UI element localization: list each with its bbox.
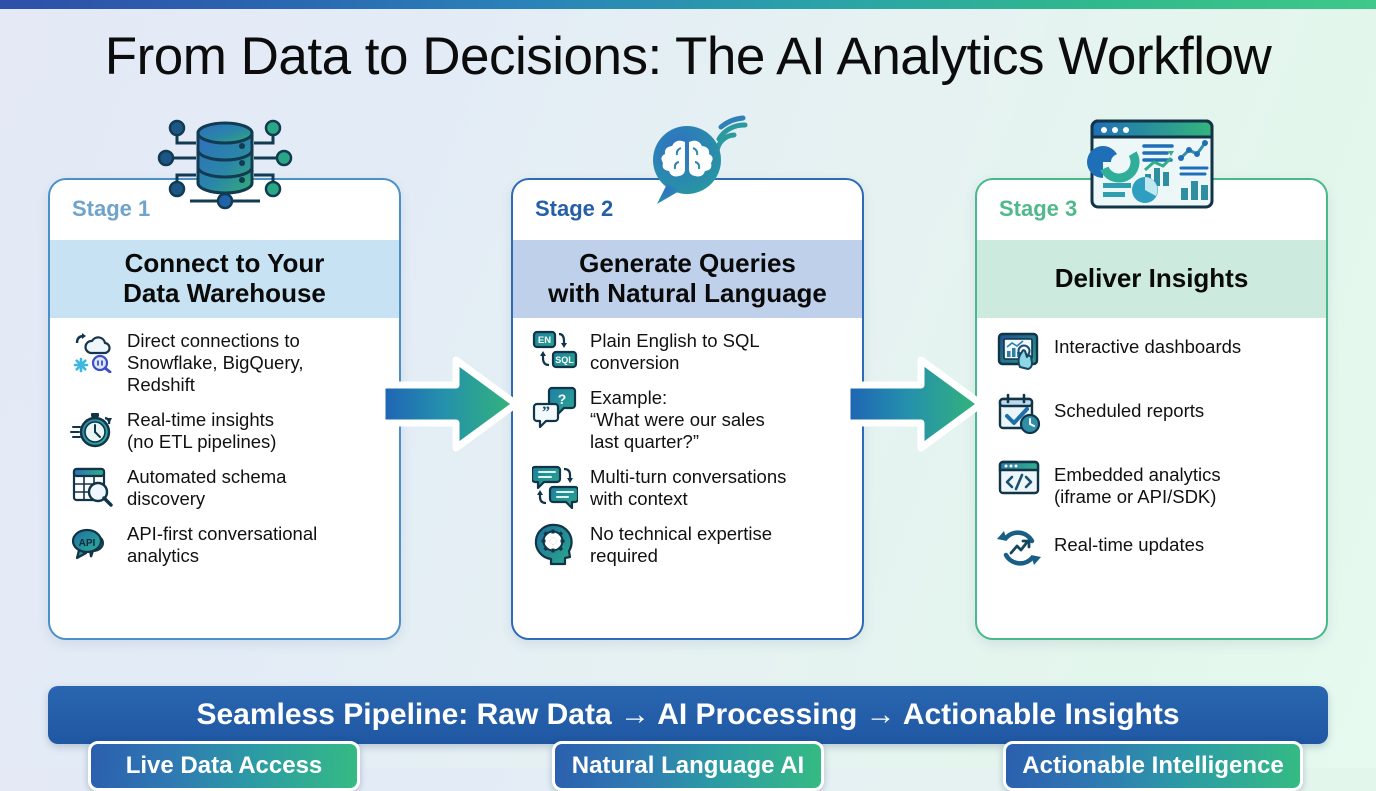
- interactive-dashboard-icon: [995, 326, 1043, 374]
- stage-2-header: Generate Queries with Natural Language: [513, 240, 862, 318]
- stage-1-header: Connect to Your Data Warehouse: [50, 240, 399, 318]
- svg-text:API: API: [79, 538, 96, 549]
- stage-3-badge[interactable]: Actionable Intelligence: [1003, 741, 1303, 791]
- stage-card-2[interactable]: Stage 2 Generate Queries with Natural La…: [511, 178, 864, 640]
- stage-card-1[interactable]: Stage 1 Connect to Your Data Warehouse: [48, 178, 401, 640]
- feature-item: Interactive dashboards: [995, 326, 1310, 374]
- feature-item: Embedded analytics (iframe or API/SDK): [995, 454, 1310, 508]
- feature-item: Real-time insights (no ETL pipelines): [68, 405, 383, 453]
- feature-item: API API-first conversational analytics: [68, 519, 383, 567]
- feature-label: Embedded analytics (iframe or API/SDK): [1054, 464, 1221, 507]
- stage-1-badge[interactable]: Live Data Access: [88, 741, 360, 791]
- stage-3-header: Deliver Insights: [977, 240, 1326, 318]
- svg-text:?: ?: [558, 391, 567, 407]
- feature-label: Real-time updates: [1054, 534, 1205, 555]
- stage-2-label: Stage 2: [535, 196, 614, 221]
- feature-label: Direct connections to Snowflake, BigQuer…: [127, 330, 304, 395]
- multi-turn-chat-icon: [531, 462, 579, 510]
- top-accent-bar: [0, 0, 1376, 9]
- stage-2-feature-list: EN SQL Plain English to SQL conversion: [513, 326, 862, 576]
- flow-arrow-1-to-2: [378, 352, 522, 461]
- feature-item: Scheduled reports: [995, 390, 1310, 438]
- svg-text:”: ”: [542, 404, 550, 421]
- bottom-summary-banner: Seamless Pipeline: Raw Data → AI Process…: [48, 686, 1328, 744]
- feature-label: Interactive dashboards: [1054, 336, 1242, 357]
- calendar-clock-icon: [995, 390, 1043, 438]
- feature-label: Real-time insights (no ETL pipelines): [127, 409, 277, 452]
- stage-3-label: Stage 3: [999, 196, 1078, 221]
- en-to-sql-icon: EN SQL: [531, 326, 579, 374]
- head-gear-icon: [531, 519, 579, 567]
- page-title: From Data to Decisions: The AI Analytics…: [104, 27, 1272, 86]
- table-magnifier-icon: [68, 462, 116, 510]
- refresh-trend-icon: [995, 524, 1043, 572]
- stage-card-3[interactable]: Stage 3 Deliver Insights: [975, 178, 1328, 640]
- feature-label: Example: “What were our sales last quart…: [590, 387, 765, 452]
- feature-label: Scheduled reports: [1054, 400, 1205, 421]
- svg-text:SQL: SQL: [555, 355, 574, 365]
- feature-item: No technical expertise required: [531, 519, 846, 567]
- stage-3-title: Deliver Insights: [1054, 263, 1249, 294]
- stage-2-badge[interactable]: Natural Language AI: [552, 741, 824, 791]
- feature-label: Multi-turn conversations with context: [590, 466, 787, 509]
- feature-item: Multi-turn conversations with context: [531, 462, 846, 510]
- cloud-connection-icon: [68, 326, 116, 374]
- feature-label: Automated schema discovery: [127, 466, 287, 509]
- feature-label: API-first conversational analytics: [127, 523, 318, 566]
- feature-item: ? ” Example: “What were our sales last q…: [531, 383, 846, 453]
- svg-text:EN: EN: [538, 335, 551, 346]
- stage-3-feature-list: Interactive dashboards Scheduled repo: [977, 326, 1326, 588]
- question-quote-bubbles-icon: ? ”: [531, 383, 579, 431]
- feature-item: EN SQL Plain English to SQL conversion: [531, 326, 846, 374]
- code-window-icon: [995, 454, 1043, 502]
- feature-label: No technical expertise required: [590, 523, 773, 566]
- stage-1-feature-list: Direct connections to Snowflake, BigQuer…: [50, 326, 399, 576]
- flow-arrow-2-to-3: [843, 352, 987, 461]
- feature-label: Plain English to SQL conversion: [590, 330, 760, 373]
- feature-item: Real-time updates: [995, 524, 1310, 572]
- feature-item: Direct connections to Snowflake, BigQuer…: [68, 326, 383, 396]
- brain-speech-bubble-icon: [637, 112, 749, 217]
- stage-1-title: Connect to Your Data Warehouse: [123, 248, 326, 308]
- api-chat-bubble-icon: API: [68, 519, 116, 567]
- stage-2-title: Generate Queries with Natural Language: [548, 248, 827, 308]
- database-network-icon: [152, 113, 298, 218]
- feature-item: Automated schema discovery: [68, 462, 383, 510]
- stage-1-label: Stage 1: [72, 196, 151, 221]
- dashboard-charts-icon: [1087, 116, 1217, 217]
- stopwatch-icon: [68, 405, 116, 453]
